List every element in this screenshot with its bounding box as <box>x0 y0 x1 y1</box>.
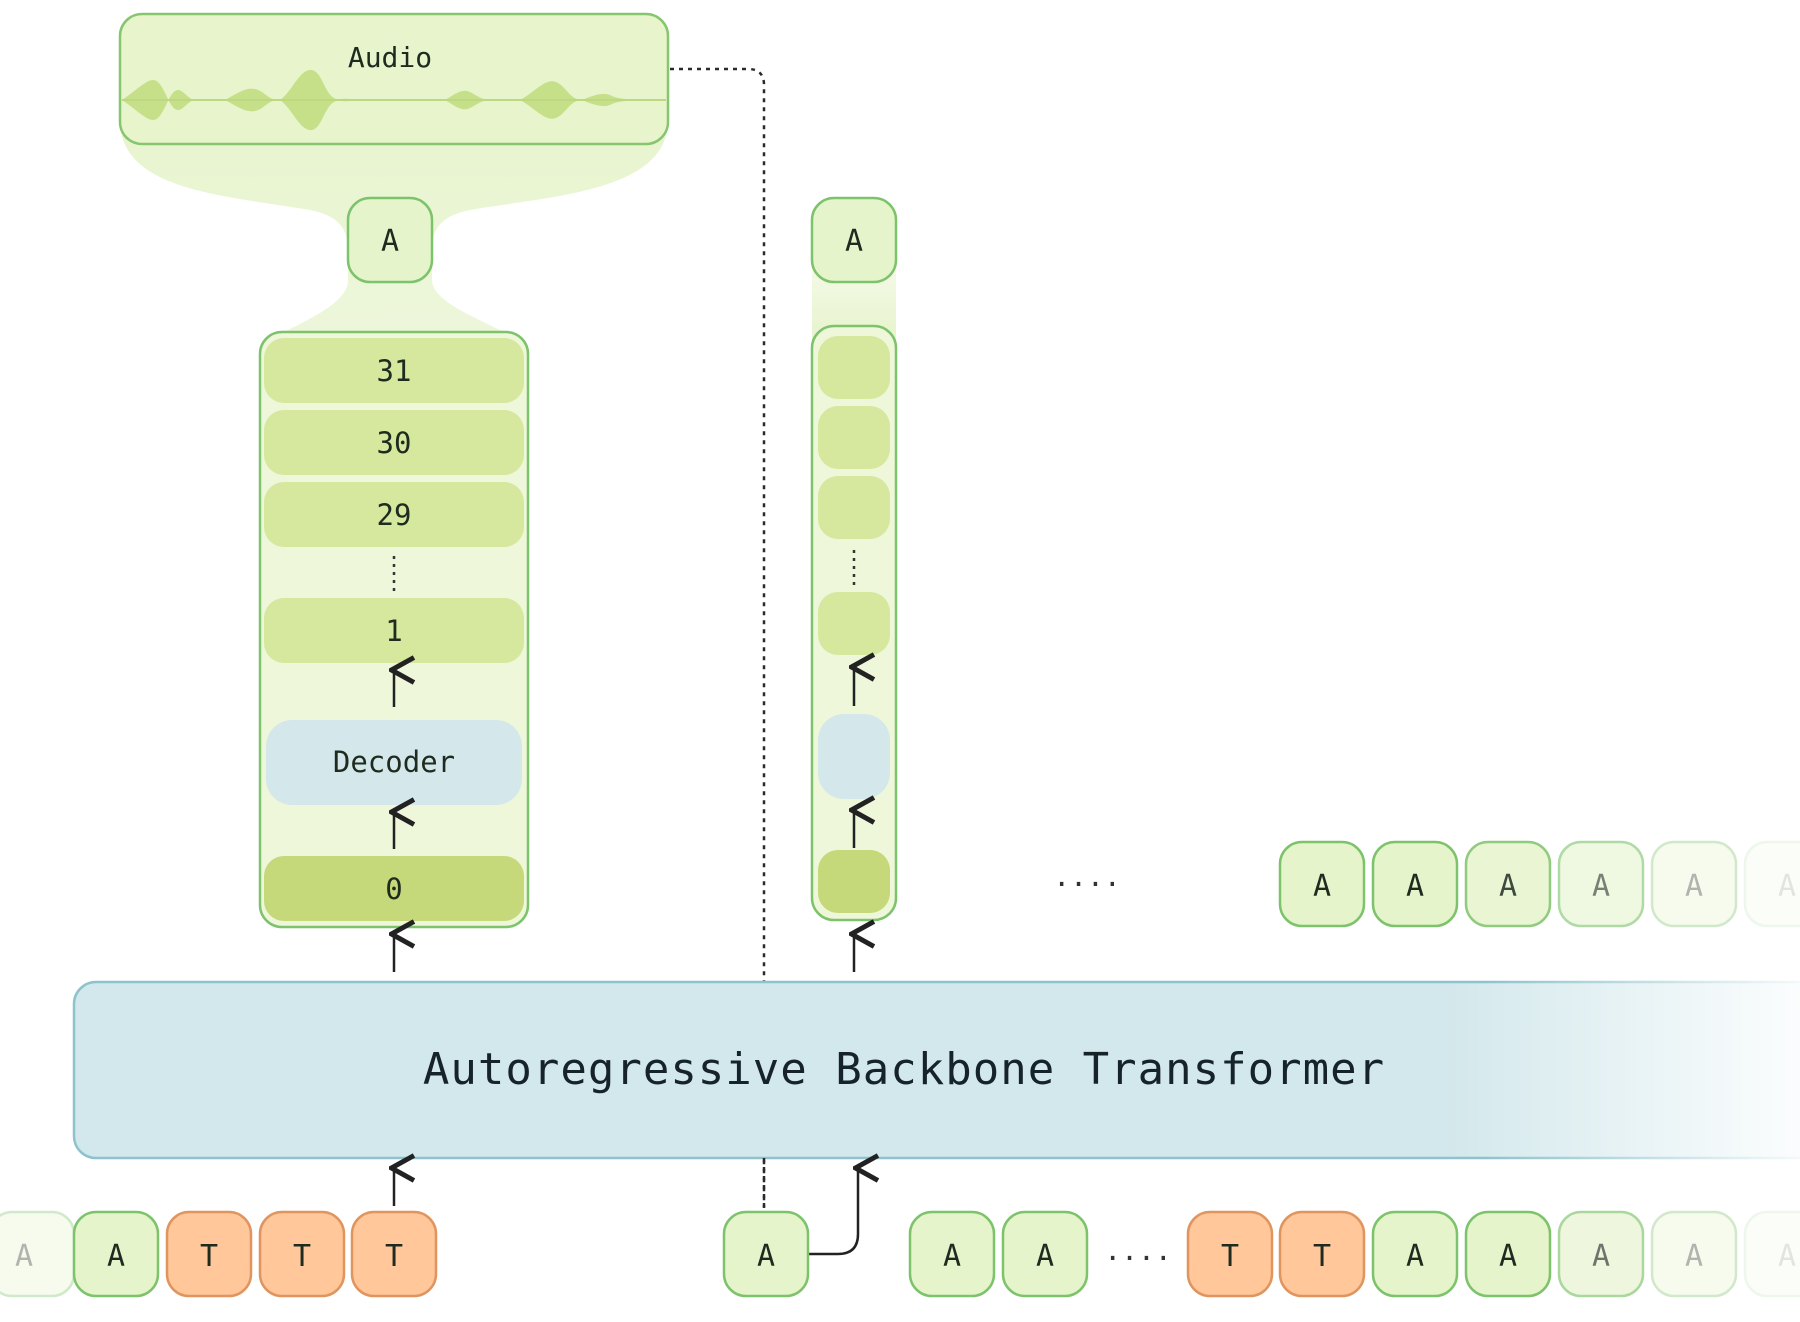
input-token-label: A <box>943 1239 961 1274</box>
input-token-audio: A <box>1464 1210 1552 1298</box>
column-2-output-token <box>810 196 898 284</box>
layer-31 <box>264 338 524 403</box>
output-token: A <box>1557 840 1645 928</box>
output-token: A <box>1278 840 1366 928</box>
output-token-label: A <box>1406 869 1424 904</box>
depth-column-1: A 31 30 29 1 Decoder 0 <box>258 196 530 929</box>
input-token-label: A <box>1778 1239 1796 1274</box>
decoder-block <box>266 720 522 805</box>
input-token-audio: A <box>1650 1210 1738 1298</box>
audio-group: Audio <box>118 12 670 368</box>
layer-30-label: 30 <box>377 426 412 460</box>
audio-label: Audio <box>348 41 432 74</box>
layer-29 <box>264 482 524 547</box>
column-2-output-token-label: A <box>845 224 863 259</box>
layer-30 <box>264 410 524 475</box>
input-token-text: T <box>258 1210 346 1298</box>
input-token-label: A <box>1036 1239 1054 1274</box>
bottom-ellipsis: .... <box>1104 1234 1171 1267</box>
input-token-text: T <box>1278 1210 1366 1298</box>
input-row-left: A A T T T <box>0 1210 438 1298</box>
audio-feedback-connector <box>670 67 766 1208</box>
input-token-audio: A <box>1001 1210 1089 1298</box>
layer-29-label: 29 <box>377 498 412 532</box>
layer-31-label: 31 <box>377 354 412 388</box>
input-token-text: T <box>1186 1210 1274 1298</box>
output-token: A <box>1464 840 1552 928</box>
mid-ellipsis: .... <box>1053 860 1120 893</box>
output-token: A <box>1650 840 1738 928</box>
input-token-text: T <box>165 1210 253 1298</box>
output-token-row: A A A A A A <box>1278 840 1800 928</box>
input-token-label: A <box>1406 1239 1424 1274</box>
input-feedback-token: A <box>722 1210 810 1298</box>
input-token-label: A <box>1592 1239 1610 1274</box>
layer-0-label: 0 <box>385 872 402 906</box>
input-feedback-token-label: A <box>757 1239 775 1274</box>
output-token-label: A <box>1592 869 1610 904</box>
layer-0 <box>264 856 524 921</box>
column-2-layer-29 <box>818 476 890 539</box>
column-2-layer-0 <box>818 850 890 913</box>
input-token-audio: A <box>0 1210 76 1298</box>
depth-column-2: A <box>810 196 898 922</box>
column-1-output-token <box>346 196 434 284</box>
backbone-transformer <box>72 980 1800 1160</box>
input-token-audio: A <box>72 1210 160 1298</box>
column-2-decoder <box>818 714 890 799</box>
column-2-layer-31 <box>818 336 890 399</box>
input-row-mid: A A <box>908 1210 1089 1298</box>
input-token-label: A <box>15 1239 33 1274</box>
input-token-audio: A <box>908 1210 996 1298</box>
audio-box <box>118 12 670 146</box>
input-token-label: T <box>200 1239 218 1274</box>
input-token-label: A <box>107 1239 125 1274</box>
input-token-label: T <box>385 1239 403 1274</box>
input-token-label: A <box>1499 1239 1517 1274</box>
input-token-label: T <box>293 1239 311 1274</box>
layer-1-label: 1 <box>385 614 402 648</box>
audio-waveform <box>122 69 666 131</box>
input-token-audio: A <box>1557 1210 1645 1298</box>
column-2-layer-30 <box>818 406 890 469</box>
decoder-label: Decoder <box>333 745 455 779</box>
input-token-audio: A <box>1743 1210 1800 1298</box>
input-token-label: T <box>1313 1239 1331 1274</box>
output-token-label: A <box>1778 869 1796 904</box>
output-token-label: A <box>1313 869 1331 904</box>
column-1-output-token-label: A <box>381 224 399 259</box>
backbone-label: Autoregressive Backbone Transformer <box>423 1044 1385 1095</box>
output-token: A <box>1371 840 1459 928</box>
input-token-audio: A <box>1371 1210 1459 1298</box>
output-token-label: A <box>1685 869 1703 904</box>
input-token-text: T <box>350 1210 438 1298</box>
output-token: A <box>1743 840 1800 928</box>
output-token-label: A <box>1499 869 1517 904</box>
input-row-right: T T A A A A A <box>1186 1210 1800 1298</box>
layer-1 <box>264 598 524 663</box>
input-token-label: T <box>1221 1239 1239 1274</box>
input-token-label: A <box>1685 1239 1703 1274</box>
column-2-layer-1 <box>818 592 890 655</box>
feedback-arrow <box>808 1168 858 1256</box>
